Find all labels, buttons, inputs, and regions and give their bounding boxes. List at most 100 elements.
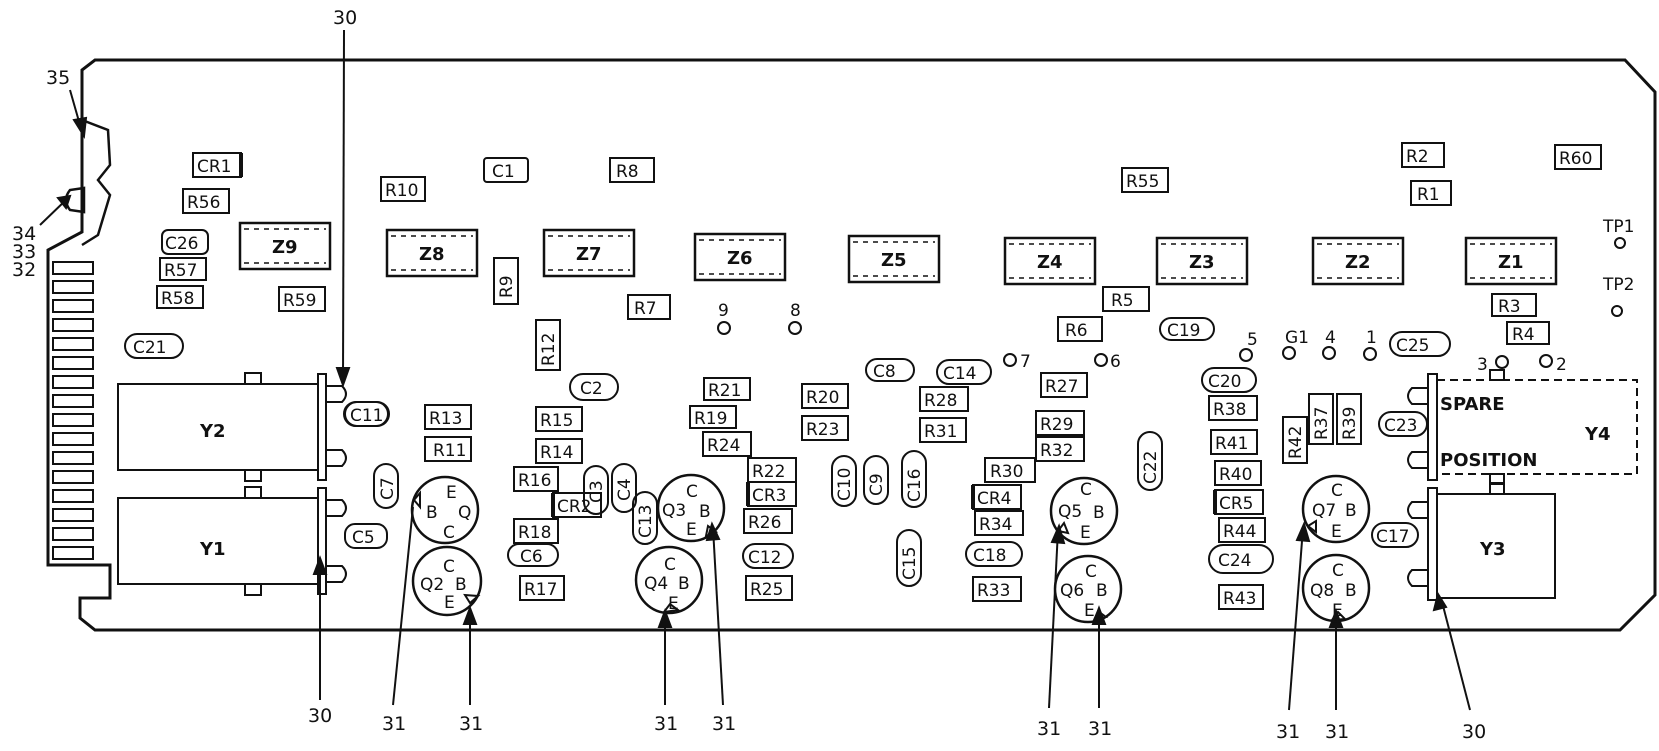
- vertical-capacitor-label: C9: [867, 473, 887, 496]
- resistor-label: R38: [1213, 400, 1246, 420]
- resistor-label: R59: [283, 291, 316, 311]
- q2-pin-label: B: [455, 575, 467, 595]
- resistor-label: R57: [164, 261, 197, 281]
- callout-31: 31: [382, 713, 406, 735]
- resistor-label: R3: [1498, 297, 1521, 317]
- tp2-label: TP2: [1602, 275, 1634, 295]
- vertical-resistor-label: R42: [1286, 426, 1306, 459]
- vertical-capacitor-label: C15: [900, 546, 920, 580]
- vertical-capacitor-boxes: [583, 431, 1163, 587]
- q1-pin-label: B: [426, 503, 438, 523]
- q5-pin-label: B: [1093, 503, 1105, 523]
- resistor-label: R31: [924, 422, 957, 442]
- edge-connector: [52, 261, 94, 560]
- pad-label: 8: [790, 301, 801, 321]
- resistor-label: R15: [540, 411, 573, 431]
- capacitor-boxes: [124, 157, 1451, 574]
- callout-32: 32: [12, 259, 36, 281]
- q4-pin-label: E: [668, 594, 679, 614]
- resistor-label: R10: [385, 181, 418, 201]
- pad-label: G1: [1285, 328, 1309, 348]
- vertical-resistor-boxes: [493, 257, 1362, 464]
- pad-label: 7: [1020, 352, 1031, 372]
- capacitor-c11: [343, 401, 389, 427]
- capacitor-label: C1: [492, 162, 515, 182]
- q7-label: Q7: [1312, 501, 1336, 521]
- resistor-label: R55: [1126, 172, 1159, 192]
- resistor-label: R56: [187, 193, 220, 213]
- resistor-label: R41: [1215, 434, 1248, 454]
- q8-pin-label: E: [1332, 601, 1343, 621]
- pad-label: 1: [1366, 328, 1377, 348]
- tp1-label: TP1: [1602, 217, 1634, 237]
- q3-pin-label: B: [699, 502, 711, 522]
- q3-pin-label: E: [686, 520, 697, 540]
- capacitor-label: C2: [580, 379, 603, 399]
- resistor-boxes: [156, 142, 1602, 610]
- capacitor-label: C20: [1208, 372, 1242, 392]
- resistor-label: R1: [1417, 185, 1440, 205]
- resistor-label: R58: [161, 289, 194, 309]
- resistor-label: R33: [977, 581, 1010, 601]
- capacitor-label: C19: [1167, 321, 1201, 341]
- resistor-label: R7: [634, 299, 657, 319]
- q1-pin-label: Q: [458, 503, 471, 523]
- q3-pin-label: C: [686, 482, 698, 502]
- transistor-tabs: [412, 490, 1348, 622]
- q4-pin-label: B: [678, 574, 690, 594]
- q3-label: Q3: [662, 501, 686, 521]
- ic-pin-rows: [244, 228, 1552, 279]
- pad-label: 6: [1110, 352, 1121, 372]
- resistor-label: R30: [990, 462, 1023, 482]
- q7-pin-label: C: [1331, 481, 1343, 501]
- resistor-label: R19: [694, 409, 727, 429]
- resistor-label: R23: [806, 420, 839, 440]
- diode-label: CR5: [1219, 494, 1254, 514]
- resistor-label: R43: [1223, 589, 1256, 609]
- y2-label: Y2: [199, 421, 226, 442]
- pad-label: 2: [1556, 355, 1567, 375]
- resistor-label: R4: [1512, 325, 1535, 345]
- resistor-label: R44: [1223, 522, 1256, 542]
- vertical-resistor-label: R39: [1340, 407, 1360, 440]
- callout-31: 31: [1276, 721, 1300, 743]
- pad-label: 4: [1325, 328, 1336, 348]
- callout-31: 31: [712, 713, 736, 735]
- diode-label: CR4: [977, 489, 1012, 509]
- diode-label: CR1: [197, 157, 232, 177]
- capacitor-label: C17: [1376, 527, 1410, 547]
- ic-label: Z5: [881, 250, 907, 271]
- q6-label: Q6: [1060, 581, 1084, 601]
- capacitor-label: C26: [165, 234, 199, 254]
- ic-label: Z6: [727, 248, 753, 269]
- q5-label: Q5: [1058, 502, 1082, 522]
- tp2-pad: [1611, 305, 1623, 317]
- resistor-label: R27: [1045, 377, 1078, 397]
- ic-label: Z4: [1037, 252, 1063, 273]
- resistor-label: R13: [429, 409, 462, 429]
- vertical-resistor-label: R9: [497, 275, 517, 298]
- transistor-bodies: [410, 473, 1371, 624]
- ic-label: Z1: [1498, 252, 1524, 273]
- ic-label: Z7: [576, 244, 602, 265]
- resistor-label: R2: [1406, 147, 1429, 167]
- resistor-label: R20: [806, 388, 839, 408]
- capacitor-label: C11: [350, 406, 384, 426]
- card-extractor: [64, 118, 112, 247]
- callout-31: 31: [1088, 718, 1112, 740]
- callout-31: 31: [1325, 721, 1349, 743]
- capacitor-label: C21: [133, 338, 167, 358]
- q8-pin-label: C: [1332, 561, 1344, 581]
- resistor-label: R16: [518, 471, 551, 491]
- resistor-label: R32: [1040, 441, 1073, 461]
- resistor-label: R17: [524, 580, 557, 600]
- resistor-label: R18: [518, 523, 551, 543]
- capacitor-label: C24: [1218, 551, 1252, 571]
- vertical-capacitor-label: C16: [905, 468, 925, 502]
- y4-label: Y4: [1584, 424, 1611, 445]
- q1-pin-label: C: [443, 523, 455, 543]
- vertical-capacitor-label: C10: [835, 467, 855, 501]
- resistor-label: R24: [707, 436, 740, 456]
- q2-pin-label: C: [443, 557, 455, 577]
